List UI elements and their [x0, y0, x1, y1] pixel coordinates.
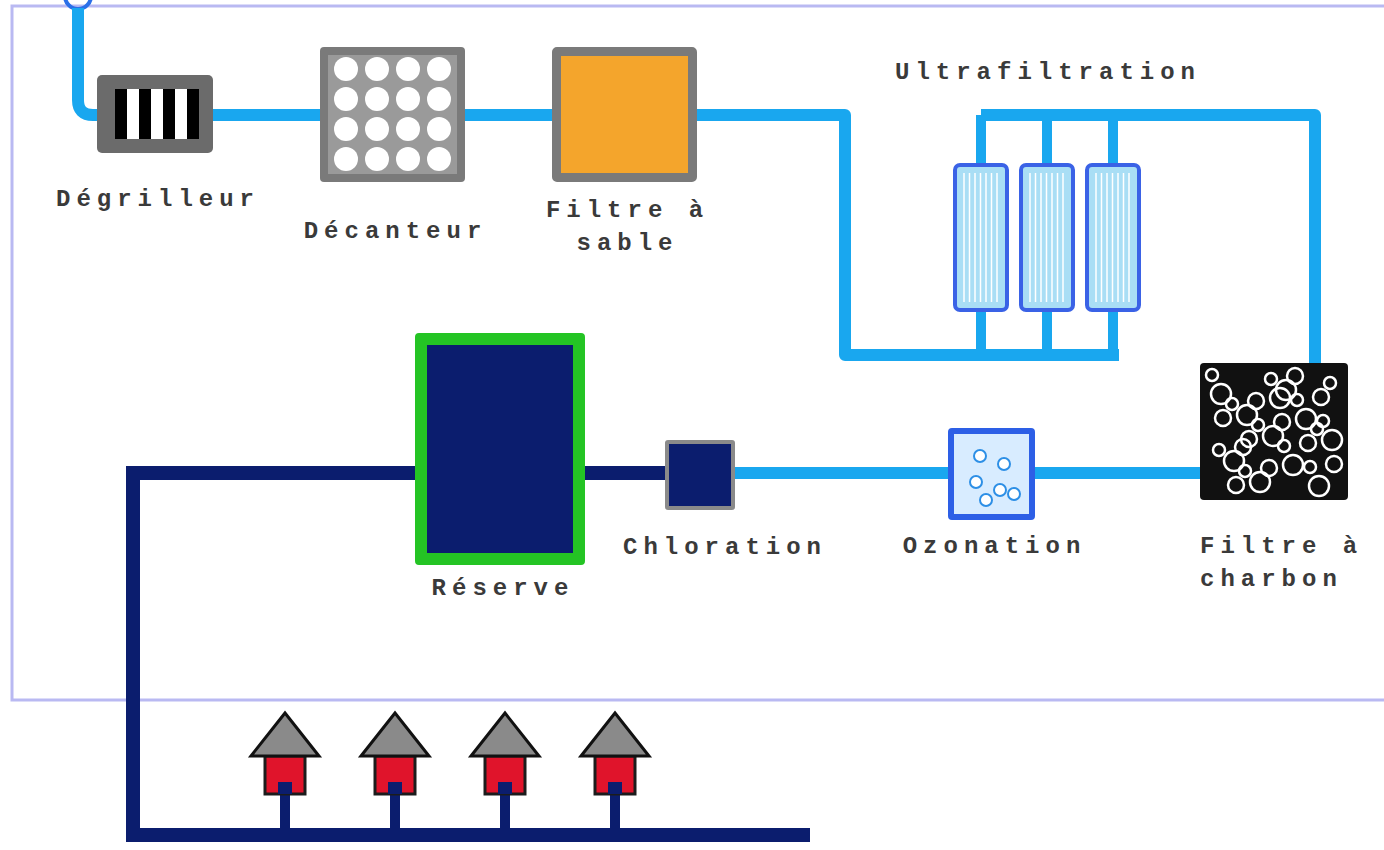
settling-cell [396, 57, 420, 81]
icon-graphic [97, 75, 213, 153]
ozone-bubble [974, 450, 986, 462]
chlorination-box: Chloration [665, 440, 735, 510]
carbon-grain [1311, 423, 1323, 435]
carbon-grain [1261, 460, 1277, 476]
carbon-grain [1326, 456, 1342, 472]
screen-bar [151, 89, 163, 139]
house [251, 713, 319, 835]
icon-graphic [945, 105, 1145, 365]
settling-cell [334, 117, 358, 141]
ozone-bubble [970, 476, 982, 488]
screen-bar [187, 89, 199, 139]
carbon-grain [1206, 369, 1218, 381]
settling-cell [396, 117, 420, 141]
reservoir-tank: Réserve [415, 333, 585, 565]
water-pipe [735, 467, 948, 479]
ozonation-box: Ozonation [948, 428, 1035, 520]
settling-cell [365, 57, 389, 81]
icon-graphic [1200, 363, 1348, 500]
stage-label: Ultrafiltration [895, 56, 1201, 89]
stage-label: Décanteur [304, 215, 488, 248]
settling-cell [365, 117, 389, 141]
screen-bar [115, 89, 127, 139]
icon-graphic [669, 444, 731, 506]
settling-cell [427, 57, 451, 81]
carbon-grain [1324, 377, 1336, 389]
carbon-grain [1309, 476, 1329, 496]
carbon-grain [1226, 398, 1238, 410]
membrane-module [1087, 165, 1139, 310]
settling-cell [427, 117, 451, 141]
carbon-grain [1300, 435, 1316, 451]
ozone-bubble [980, 494, 992, 506]
carbon-grain [1228, 477, 1244, 493]
settling-tank-box: Décanteur [320, 47, 465, 182]
water-pipe [1145, 115, 1315, 363]
water-pipe [465, 109, 552, 121]
water-pipe [1035, 467, 1200, 479]
carbon-grain [1252, 419, 1264, 431]
icon-graphic [427, 345, 573, 553]
ozone-bubble [994, 484, 1006, 496]
icon-graphic [320, 47, 465, 182]
icon-graphic [954, 434, 1029, 514]
membrane-module [1021, 165, 1073, 310]
settling-cell [334, 147, 358, 171]
carbon-filter-box: Filtre à charbon [1200, 363, 1348, 500]
screen-bar [127, 89, 139, 139]
carbon-grain [1322, 430, 1342, 450]
settling-cell [396, 147, 420, 171]
carbon-grain [1274, 414, 1290, 430]
carbon-grain [1304, 461, 1316, 473]
screen-box: Dégrilleur [97, 75, 213, 153]
house [471, 713, 539, 835]
carbon-grain [1213, 444, 1225, 456]
sand-filter-box: Filtre à sable [552, 47, 697, 182]
membrane-module [955, 165, 1007, 310]
carbon-grain [1291, 394, 1303, 406]
carbon-grain [1248, 393, 1264, 409]
screen-bar [175, 89, 187, 139]
ozone-bubble [1008, 488, 1020, 500]
plant-frame [12, 6, 1384, 700]
house [361, 713, 429, 835]
water-pipe [697, 115, 945, 355]
water-pipe [585, 466, 665, 480]
screen-bar [139, 89, 151, 139]
tank-inner [328, 55, 457, 174]
stage-label: Filtre à charbon [1200, 530, 1376, 596]
membrane-modules [945, 115, 1145, 355]
carbon-grain [1235, 439, 1251, 455]
carbon-grain [1265, 373, 1277, 385]
water-pipe [213, 109, 320, 121]
carbon-grain [1270, 388, 1290, 408]
icon-graphic [561, 56, 688, 173]
carbon-grain [1239, 465, 1251, 477]
ultrafiltration-group: Ultrafiltration [945, 105, 1145, 365]
settling-cell [396, 87, 420, 111]
stage-label: Filtre à sable [533, 194, 723, 260]
settling-cell [427, 147, 451, 171]
settling-cell [365, 87, 389, 111]
houses [251, 713, 649, 835]
house [581, 713, 649, 835]
carbon-grain [1278, 440, 1290, 452]
settling-cell [334, 57, 358, 81]
ozone-bubble [998, 458, 1010, 470]
carbon-grain [1283, 455, 1303, 475]
settling-cell [365, 147, 389, 171]
stage-label: Ozonation [903, 530, 1087, 563]
carbon-grain [1215, 410, 1231, 426]
screen-bar [163, 89, 175, 139]
carbon-grain [1287, 368, 1303, 384]
stage-label: Chloration [623, 531, 827, 564]
stage-label: Réserve [432, 572, 575, 605]
settling-cell [334, 87, 358, 111]
settling-cell [427, 87, 451, 111]
stage-label: Dégrilleur [56, 183, 260, 216]
carbon-grain [1313, 389, 1329, 405]
water-source [65, 0, 91, 9]
